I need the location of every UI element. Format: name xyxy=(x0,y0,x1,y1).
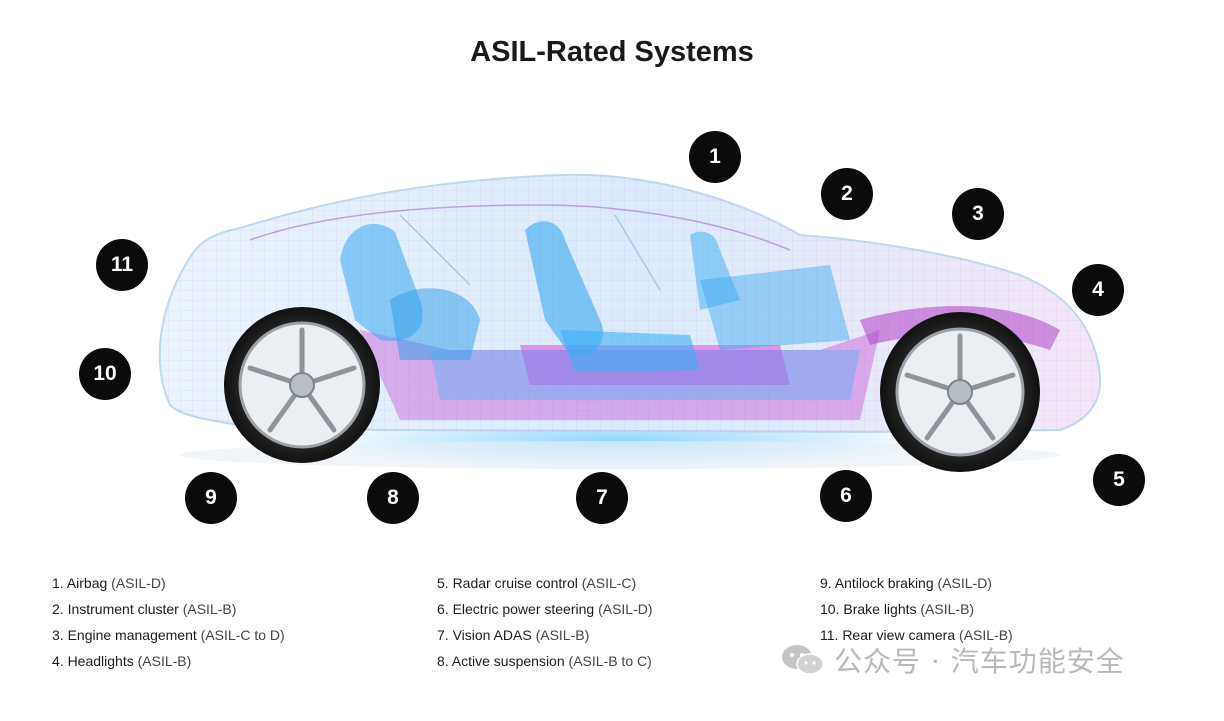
legend-item: 2. Instrument cluster (ASIL-B) xyxy=(52,601,237,617)
front-wheel xyxy=(880,312,1040,472)
marker-11[interactable]: 11 xyxy=(96,239,148,291)
legend-item: 8. Active suspension (ASIL-B to C) xyxy=(437,653,652,669)
marker-1[interactable]: 1 xyxy=(689,131,741,183)
legend-item: 4. Headlights (ASIL-B) xyxy=(52,653,192,669)
marker-7[interactable]: 7 xyxy=(576,472,628,524)
legend-item: 3. Engine management (ASIL-C to D) xyxy=(52,627,285,643)
watermark: 公众号 · 汽车功能安全 xyxy=(780,640,1125,680)
legend-item: 7. Vision ADAS (ASIL-B) xyxy=(437,627,590,643)
legend-column-1: 1. Airbag (ASIL-D) 2. Instrument cluster… xyxy=(52,570,285,674)
marker-9[interactable]: 9 xyxy=(185,472,237,524)
legend-item: 10. Brake lights (ASIL-B) xyxy=(820,601,975,617)
marker-2[interactable]: 2 xyxy=(821,168,873,220)
legend-column-3: 9. Antilock braking (ASIL-D) 10. Brake l… xyxy=(820,570,1013,648)
marker-8[interactable]: 8 xyxy=(367,472,419,524)
legend-item: 6. Electric power steering (ASIL-D) xyxy=(437,601,653,617)
marker-4[interactable]: 4 xyxy=(1072,264,1124,316)
page-title: ASIL-Rated Systems xyxy=(470,36,754,68)
rear-wheel xyxy=(224,307,380,463)
legend-item: 5. Radar cruise control (ASIL-C) xyxy=(437,575,637,591)
legend-item: 9. Antilock braking (ASIL-D) xyxy=(820,575,992,591)
marker-3[interactable]: 3 xyxy=(952,188,1004,240)
marker-6[interactable]: 6 xyxy=(820,470,872,522)
marker-10[interactable]: 10 xyxy=(79,348,131,400)
watermark-text: 公众号 · 汽车功能安全 xyxy=(834,645,1125,678)
marker-5[interactable]: 5 xyxy=(1093,454,1145,506)
legend-item: 1. Airbag (ASIL-D) xyxy=(52,575,166,591)
wechat-icon xyxy=(782,645,824,675)
legend-item: 11. Rear view camera (ASIL-B) xyxy=(820,627,1013,643)
legend-column-2: 5. Radar cruise control (ASIL-C) 6. Elec… xyxy=(437,570,653,674)
